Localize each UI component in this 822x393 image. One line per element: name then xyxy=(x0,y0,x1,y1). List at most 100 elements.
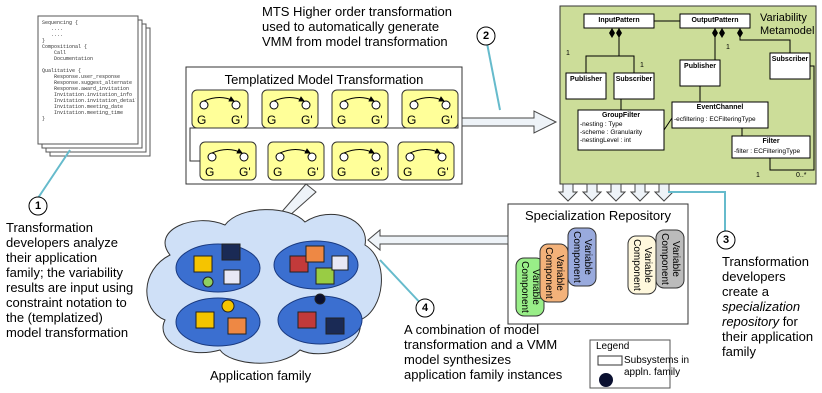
top-caption-line: MTS Higher order transformation xyxy=(262,4,453,19)
template-cell: G G' xyxy=(401,89,459,129)
variable-component: VariableComponent xyxy=(627,235,657,295)
text-line: Transformation xyxy=(6,220,93,235)
attr-line: -scheme : Granularity xyxy=(580,129,643,136)
step-leaders xyxy=(37,37,726,309)
diamond-markers xyxy=(609,28,743,38)
text-line: repository for xyxy=(722,314,822,329)
g-label: G xyxy=(197,113,206,127)
row-connector xyxy=(189,109,459,162)
filter-attr: -filter : ECFilteringType xyxy=(734,148,801,155)
class-group-filter: GroupFilter xyxy=(601,112,641,119)
group-filter-attrs: -nesting : Type -scheme : Granularity -n… xyxy=(580,121,664,145)
application-family-cloud xyxy=(146,209,382,364)
g-prime-label: G' xyxy=(239,165,251,179)
component-label: VariableComponent xyxy=(519,261,541,313)
class-event-channel: EventChannel xyxy=(696,104,744,111)
template-cell: G G' xyxy=(397,141,455,181)
application-family-label: Application family xyxy=(210,368,312,383)
repository-title: Specialization Repository xyxy=(525,208,671,223)
repository-suffix: for xyxy=(779,314,798,329)
template-cell: G G' xyxy=(331,141,389,181)
templatized-title: Templatized Model Transformation xyxy=(224,72,424,87)
text-line: results are input using xyxy=(6,280,134,295)
g-prime-label: G' xyxy=(231,113,243,127)
multiplicity-label: 1 xyxy=(756,172,760,179)
variable-component: VariableComponent xyxy=(567,227,597,287)
top-caption-line: VMM from model transformation xyxy=(262,34,448,49)
legend-dot xyxy=(599,373,613,387)
class-filter: Filter xyxy=(762,138,780,145)
legend-title: Legend xyxy=(596,341,630,352)
template-cell: G G' xyxy=(191,89,249,129)
text-line: transformation and a VMM xyxy=(404,337,558,352)
text-line: model transformation xyxy=(6,325,129,340)
down-arrows-to-repository xyxy=(557,183,675,202)
text-line: model synthesizes xyxy=(404,352,511,367)
down-arrow xyxy=(557,183,579,202)
metamodel-associations xyxy=(585,20,815,171)
attr-line: -nestingLevel : int xyxy=(580,137,631,144)
g-label: G xyxy=(273,165,282,179)
component-label: VariableComponent xyxy=(631,239,653,291)
down-arrow xyxy=(581,183,603,202)
top-caption: MTS Higher order transformation used to … xyxy=(262,4,472,49)
template-cell: G G' xyxy=(267,141,325,181)
multiplicity-label: 1 xyxy=(640,62,644,69)
metamodel-title: Variability Metamodel xyxy=(760,12,815,37)
g-label: G xyxy=(407,113,416,127)
legend-item2: appln. family xyxy=(624,367,681,378)
g-prime-label: G' xyxy=(371,113,383,127)
step1-text: Transformation developers analyze their … xyxy=(6,220,156,340)
text-line: their application xyxy=(722,329,814,344)
class-subscriber-out: Subscriber xyxy=(771,56,809,63)
g-prime-label: G' xyxy=(307,165,319,179)
component-label: VariableComponent xyxy=(543,247,565,299)
down-arrow xyxy=(629,183,651,202)
g-prime-label: G' xyxy=(441,113,453,127)
legend-item1: Subsystems in xyxy=(624,355,690,366)
multiplicity-label: 1 xyxy=(726,44,730,51)
step3-text: Transformation developers create a speci… xyxy=(722,254,822,359)
text-line: constraint notation to xyxy=(6,295,127,310)
text-line: A combination of model xyxy=(404,322,540,337)
repository-italic: repository xyxy=(722,314,780,329)
arrow-repository-to-family xyxy=(367,228,509,252)
variable-component: VariableComponent xyxy=(655,229,685,289)
arrow-to-metamodel xyxy=(461,110,558,134)
step-number: 2 xyxy=(482,30,490,42)
class-input-pattern: InputPattern xyxy=(598,17,640,24)
event-channel-attr: -ecfiltering : ECFilteringType xyxy=(674,116,756,123)
subsystem-cubes xyxy=(193,243,349,335)
attr-line: -nesting : Type xyxy=(580,121,623,128)
down-arrow xyxy=(605,183,627,202)
class-output-pattern: OutputPattern xyxy=(691,17,739,24)
variable-component: VariableComponent xyxy=(539,243,569,303)
multiplicity-many-label: 0..* xyxy=(796,172,807,179)
g-label: G xyxy=(403,165,412,179)
text-line: create a xyxy=(722,284,769,299)
class-publisher-out: Publisher xyxy=(684,63,716,70)
text-line: their application xyxy=(6,250,98,265)
variable-component: VariableComponent xyxy=(515,257,545,317)
text-line: family; the variability xyxy=(6,265,124,280)
g-label: G xyxy=(267,113,276,127)
component-label: VariableComponent xyxy=(571,231,593,283)
text-line: the (templatized) xyxy=(6,310,103,325)
step-circles xyxy=(28,26,736,318)
class-subscriber: Subscriber xyxy=(615,76,653,83)
g-prime-label: G' xyxy=(437,165,449,179)
g-prime-label: G' xyxy=(371,165,383,179)
step-number: 3 xyxy=(722,234,730,246)
down-arrow xyxy=(653,183,675,202)
top-caption-line: used to automatically generate xyxy=(262,19,440,34)
g-label: G xyxy=(337,165,346,179)
code-document-stack xyxy=(37,15,151,157)
text-line: Transformation xyxy=(722,254,809,269)
text-line: developers xyxy=(722,269,786,284)
text-line: developers analyze xyxy=(6,235,119,250)
